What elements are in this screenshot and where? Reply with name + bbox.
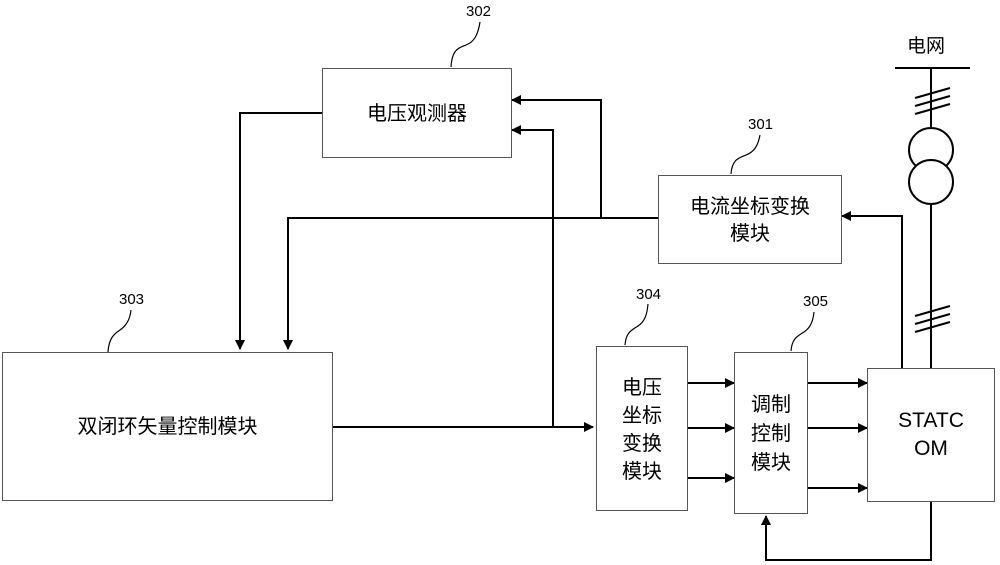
dual-loop-control-label: 双闭环矢量控制模块 xyxy=(77,414,258,438)
dual-loop-control-block: 双闭环矢量控制模块 xyxy=(2,352,333,501)
arrow-statcom-feedback xyxy=(761,502,932,561)
arrow-grid-to-current-transform xyxy=(841,211,903,368)
three-phase-mark-bottom xyxy=(914,305,951,333)
statcom-label: STATC OM xyxy=(898,408,964,460)
modulation-control-block: 调制 控制 模块 xyxy=(734,352,808,514)
arrow-current-transform-to-dual-loop xyxy=(283,217,658,350)
arrow-observer-to-dual-loop xyxy=(235,112,322,350)
transformer-symbol xyxy=(908,127,954,205)
grid-label: 电网 xyxy=(907,35,946,57)
ref-leader-303 xyxy=(107,309,132,353)
current-transform-block: 电流坐标变换 模块 xyxy=(658,175,842,264)
modulation-control-label: 调制 控制 模块 xyxy=(751,391,791,474)
ref-leader-302 xyxy=(450,21,481,68)
ref-leader-305 xyxy=(790,311,815,352)
three-phase-mark-top xyxy=(914,87,951,115)
ref-305: 305 xyxy=(803,293,829,310)
ref-303: 303 xyxy=(119,291,145,308)
arrow-current-transform-to-observer xyxy=(511,95,602,218)
ref-304: 304 xyxy=(636,286,662,303)
voltage-transform-label: 电压 坐标 变换 模块 xyxy=(622,374,662,483)
current-transform-label: 电流坐标变换 模块 xyxy=(690,193,810,245)
voltage-transform-block: 电压 坐标 变换 模块 xyxy=(596,346,688,511)
ref-leader-304 xyxy=(624,303,649,346)
arrow-control-to-observer xyxy=(511,125,554,427)
ref-302: 302 xyxy=(466,3,492,20)
voltage-observer-label: 电压观测器 xyxy=(367,100,467,125)
ref-leader-301 xyxy=(730,134,761,175)
statcom-block: STATC OM xyxy=(867,368,995,502)
ref-301: 301 xyxy=(748,116,774,133)
voltage-observer-block: 电压观测器 xyxy=(322,68,512,158)
